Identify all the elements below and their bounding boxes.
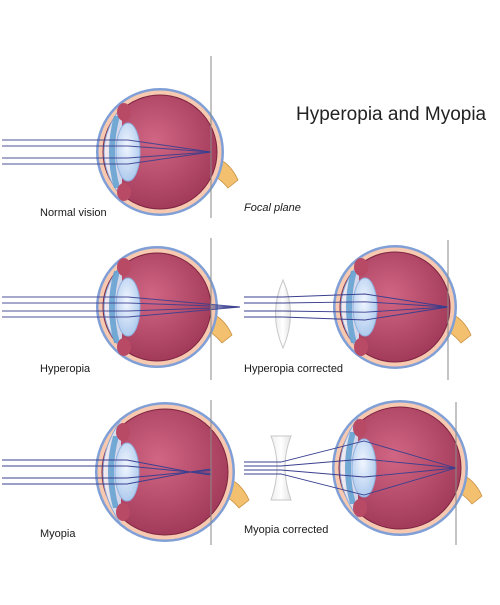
iris	[109, 116, 120, 188]
label-hyperopia-corrected: Hyperopia corrected	[244, 363, 344, 375]
eye-myopia	[2, 400, 250, 545]
light-ray	[2, 145, 212, 153]
label-myopia-corrected: Myopia corrected	[244, 524, 329, 536]
ciliary-body-bottom	[117, 183, 131, 201]
light-ray	[2, 139, 212, 153]
ciliary-body-top	[354, 258, 368, 276]
light-ray	[244, 440, 457, 469]
vitreous-body	[102, 409, 228, 535]
ciliary-body-top	[353, 419, 367, 437]
iris	[109, 271, 120, 343]
light-ray	[2, 306, 241, 318]
light-ray	[244, 301, 449, 308]
retina	[339, 251, 451, 363]
concave-corrective-lens	[270, 435, 292, 501]
diagram-title: Hyperopia and Myopia	[296, 104, 487, 125]
eye-hyperopia	[2, 238, 241, 380]
ciliary-body-top	[117, 103, 131, 121]
light-ray	[244, 293, 449, 308]
crystalline-lens	[115, 122, 141, 182]
iris	[108, 436, 119, 508]
retina	[102, 94, 218, 210]
light-ray	[2, 151, 212, 159]
retina	[338, 406, 462, 530]
ciliary-body-bottom	[116, 503, 130, 521]
light-ray	[244, 306, 449, 313]
eye-normal-vision	[2, 56, 239, 218]
light-ray	[2, 302, 241, 308]
light-ray	[2, 306, 241, 312]
convex-corrective-lens	[275, 278, 291, 350]
ciliary-body-bottom	[354, 338, 368, 356]
crystalline-lens	[352, 277, 378, 337]
ciliary-body-top	[117, 258, 131, 276]
vitreous-body	[103, 95, 217, 209]
light-ray	[2, 296, 241, 308]
vitreous-body	[339, 407, 461, 529]
ciliary-body-bottom	[117, 338, 131, 356]
crystalline-lens	[114, 442, 140, 502]
crystalline-lens	[115, 277, 141, 337]
label-focal-plane: Focal plane	[244, 202, 301, 214]
label-myopia: Myopia	[40, 528, 76, 540]
light-ray	[244, 467, 457, 478]
label-normal-vision: Normal vision	[40, 207, 107, 219]
iris	[345, 432, 356, 504]
light-ray	[2, 459, 212, 476]
light-ray	[244, 467, 457, 496]
label-hyperopia: Hyperopia	[40, 363, 91, 375]
light-ray	[244, 306, 449, 321]
ciliary-body-bottom	[353, 499, 367, 517]
ciliary-body-top	[116, 423, 130, 441]
crystalline-lens	[351, 438, 377, 498]
light-ray	[2, 151, 212, 165]
light-ray	[244, 458, 457, 469]
iris	[346, 271, 357, 343]
eye-myopia-corrected	[244, 400, 483, 545]
light-ray	[2, 468, 212, 485]
light-ray	[2, 465, 212, 474]
eye-hyperopia-corrected	[244, 240, 472, 380]
retina	[101, 408, 229, 536]
light-ray	[2, 470, 212, 479]
